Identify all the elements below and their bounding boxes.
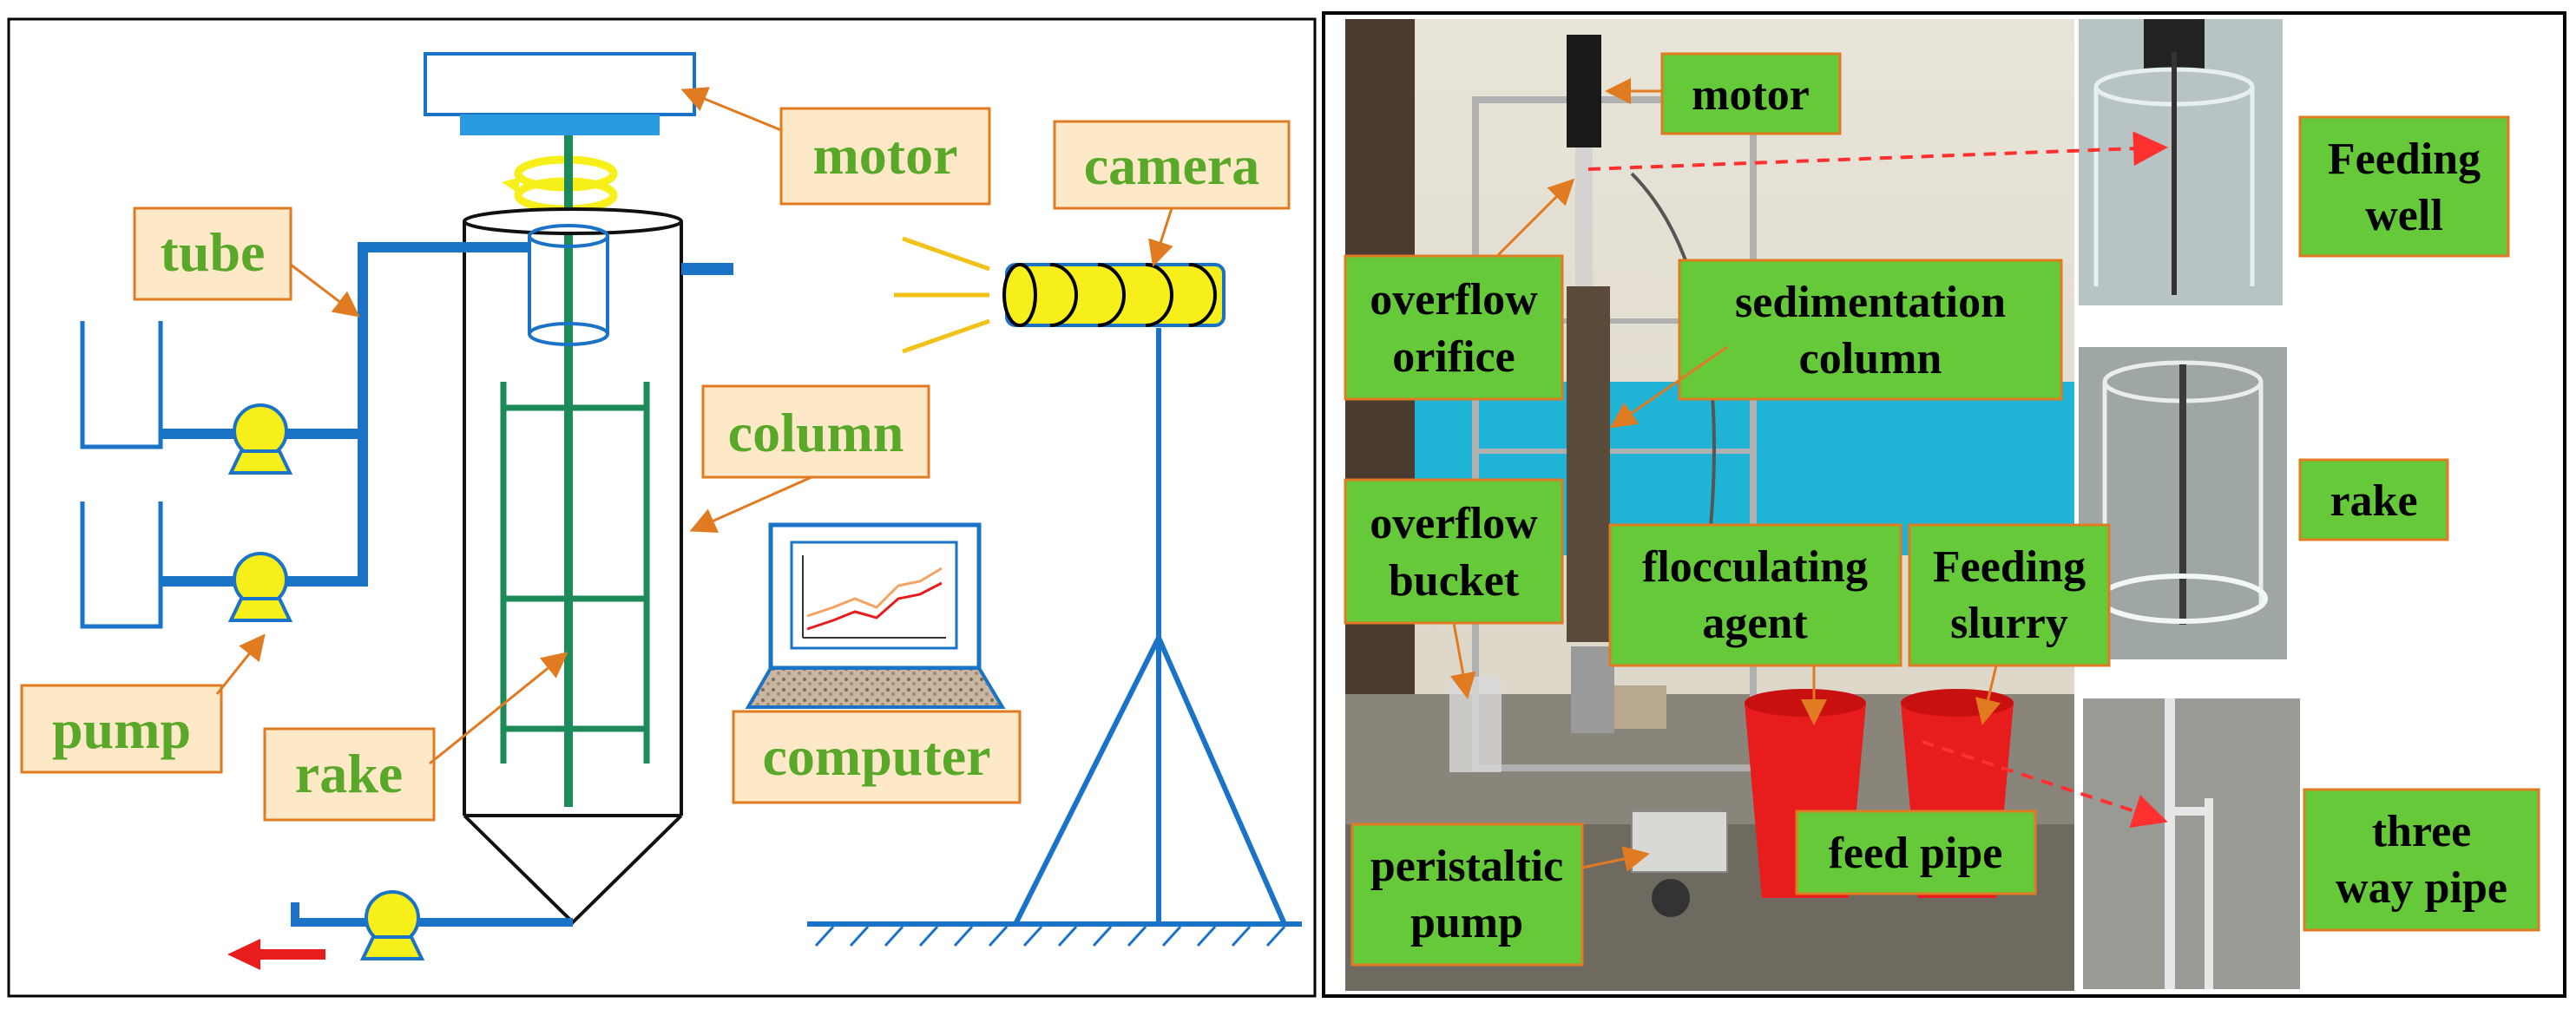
label-three-way-pipe: three way pipe xyxy=(2303,788,2540,932)
svg-text:well: well xyxy=(2365,191,2443,240)
label-flocculating-agent: flocculating agent xyxy=(1608,523,1902,725)
svg-text:Feeding: Feeding xyxy=(1933,542,2086,592)
label-peristaltic-pump: peristaltic pump xyxy=(1350,823,1650,967)
camera-icon xyxy=(894,236,1226,354)
motor-icon xyxy=(424,52,696,135)
svg-text:peristaltic: peristaltic xyxy=(1370,842,1563,891)
column-body xyxy=(463,207,683,925)
label-overflow-orifice: overflow orifice xyxy=(1344,178,1575,401)
label-tube: tube xyxy=(133,206,360,318)
svg-text:pump: pump xyxy=(52,698,191,760)
svg-text:column: column xyxy=(728,402,904,463)
feed-tube xyxy=(247,242,529,587)
label-sedimentation-column: sedimentation column xyxy=(1610,259,2063,429)
svg-text:rake: rake xyxy=(2330,476,2417,526)
svg-text:feed pipe: feed pipe xyxy=(1829,829,2003,878)
svg-text:motor: motor xyxy=(1692,70,1810,120)
label-column: column xyxy=(689,384,930,533)
outflow-arrow-icon xyxy=(227,939,325,970)
feeding-well-photo xyxy=(2079,19,2283,305)
svg-text:pump: pump xyxy=(1410,898,1523,947)
svg-text:three: three xyxy=(2372,807,2472,856)
svg-text:rake: rake xyxy=(295,743,403,804)
label-motor-photo: motor xyxy=(1605,52,1842,135)
svg-text:sedimentation: sedimentation xyxy=(1735,278,2006,327)
rake-frame xyxy=(500,382,650,764)
pump-icon xyxy=(227,552,293,622)
svg-text:tube: tube xyxy=(161,221,266,283)
label-feeding-slurry: Feeding slurry xyxy=(1908,523,2111,725)
tripod-icon xyxy=(807,328,1302,927)
underflow-pipe xyxy=(291,902,573,927)
label-rake-photo: rake xyxy=(2298,458,2449,541)
label-overflow-bucket: overflow bucket xyxy=(1344,478,1564,699)
svg-text:overflow: overflow xyxy=(1370,275,1538,324)
connector-three-way-pipe xyxy=(1922,740,2168,829)
three-way-pipe-photo xyxy=(2083,698,2300,989)
svg-text:agent: agent xyxy=(1702,599,1808,648)
svg-text:Feeding: Feeding xyxy=(2328,134,2481,184)
svg-text:slurry: slurry xyxy=(1950,599,2068,648)
laptop-icon xyxy=(745,522,1006,709)
pump-icon xyxy=(227,403,293,475)
label-feeding-well: Feeding well xyxy=(2298,115,2510,258)
beaker-icon xyxy=(80,321,163,449)
svg-text:flocculating: flocculating xyxy=(1642,542,1868,592)
svg-text:way pipe: way pipe xyxy=(2336,863,2507,913)
svg-text:overflow: overflow xyxy=(1370,499,1538,548)
svg-text:computer: computer xyxy=(762,725,990,787)
label-computer: computer xyxy=(732,710,1022,804)
svg-text:motor: motor xyxy=(812,124,957,186)
svg-text:bucket: bucket xyxy=(1389,556,1520,606)
beaker-icon xyxy=(80,501,163,629)
schematic-panel: motor camera tube column pump rake xyxy=(7,17,1317,998)
svg-text:camera: camera xyxy=(1084,134,1260,196)
ground-hatching xyxy=(814,925,1286,947)
svg-text:orifice: orifice xyxy=(1392,332,1515,382)
label-pump: pump xyxy=(20,633,266,774)
label-motor: motor xyxy=(680,87,991,206)
label-rake: rake xyxy=(263,652,568,822)
photo-panel: motor overflow orifice sedimentation col… xyxy=(1322,11,2566,998)
label-camera: camera xyxy=(1053,120,1291,267)
label-feed-pipe: feed pipe xyxy=(1795,810,2037,895)
pump-icon xyxy=(359,890,425,960)
svg-text:column: column xyxy=(1799,334,1942,383)
